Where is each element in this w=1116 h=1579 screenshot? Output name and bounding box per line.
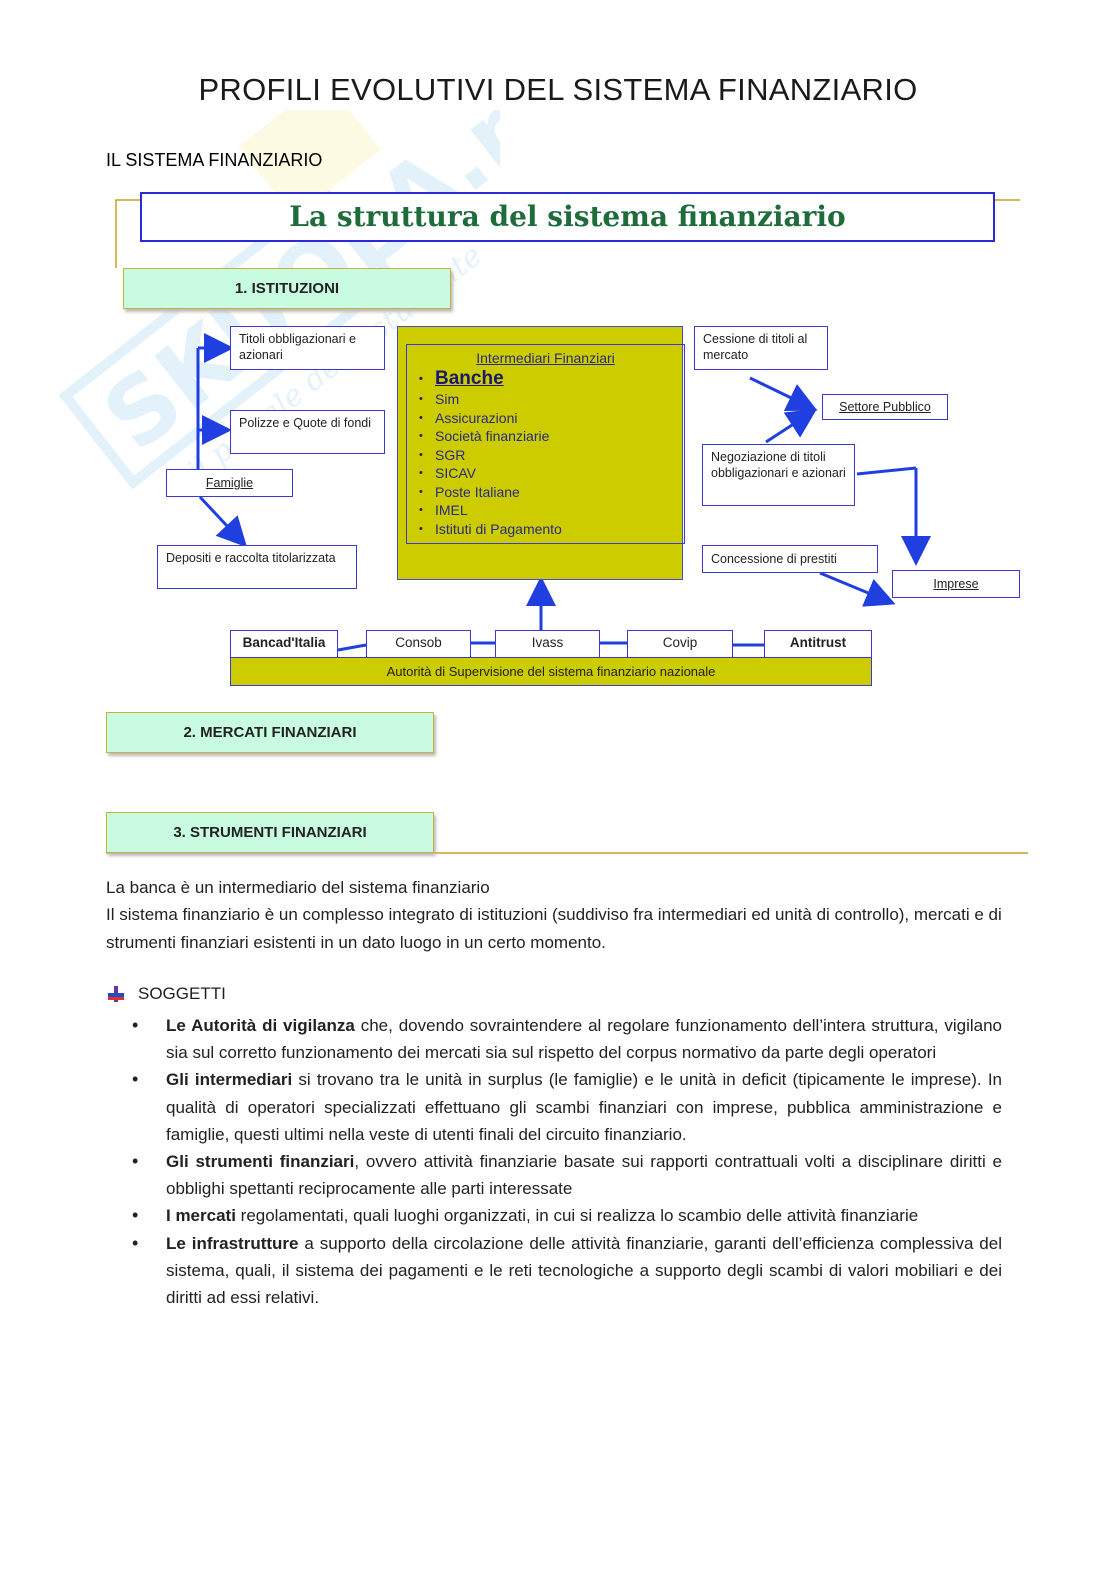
authority-consob: Consob bbox=[366, 630, 471, 658]
list-item-bold: Le infrastrutture bbox=[166, 1233, 299, 1253]
soggetti-list: Le Autorità di vigilanza che, dovendo so… bbox=[106, 1012, 1002, 1311]
list-item-bold: I mercati bbox=[166, 1206, 236, 1226]
authority-ivass: Ivass bbox=[495, 630, 600, 658]
header-istituzioni: 1. ISTITUZIONI bbox=[123, 268, 451, 309]
box-negoziazione: Negoziazione di titoli obbligazionari e … bbox=[702, 444, 855, 506]
intermediari-item: Sim bbox=[419, 390, 684, 409]
authority-covip: Covip bbox=[627, 630, 733, 658]
soggetti-label: SOGGETTI bbox=[138, 984, 226, 1003]
box-depositi: Depositi e raccolta titolarizzata bbox=[157, 545, 357, 589]
intermediari-item: SGR bbox=[419, 446, 684, 465]
list-item: Le Autorità di vigilanza che, dovendo so… bbox=[106, 1012, 1002, 1066]
list-item-bold: Gli strumenti finanziari bbox=[166, 1152, 355, 1172]
intermediari-item: IMEL bbox=[419, 501, 684, 520]
authority-antitrust: Antitrust bbox=[764, 630, 872, 658]
box-famiglie: Famiglie bbox=[166, 469, 293, 497]
box-polizze: Polizze e Quote di fondi bbox=[230, 410, 385, 454]
authority-bar: Autorità di Supervisione del sistema fin… bbox=[230, 657, 872, 686]
box-settore-pubblico: Settore Pubblico bbox=[822, 394, 948, 420]
section-heading: IL SISTEMA FINANZIARIO bbox=[106, 150, 323, 170]
list-item: I mercati regolamentati, quali luoghi or… bbox=[106, 1202, 1002, 1229]
paragraph-banca: La banca è un intermediario del sistema … bbox=[106, 878, 490, 897]
header-mercati: 2. MERCATI FINANZIARI bbox=[106, 712, 434, 753]
list-item-text: a supporto della circolazione delle atti… bbox=[166, 1233, 1002, 1308]
diagram-title: La struttura del sistema finanziario bbox=[140, 192, 995, 242]
list-item-text: che, dovendo sovraintendere al regolare … bbox=[166, 1016, 1002, 1063]
list-item: Gli intermediari si trovano tra le unità… bbox=[106, 1066, 1002, 1148]
intermediari-header: Intermediari Finanziari bbox=[476, 350, 615, 366]
intermediari-item: Società finanziarie bbox=[419, 427, 684, 446]
list-item-bold: Gli intermediari bbox=[166, 1070, 293, 1090]
page-title: PROFILI EVOLUTIVI DEL SISTEMA FINANZIARI… bbox=[198, 72, 918, 107]
box-cessione: Cessione di titoli al mercato bbox=[694, 326, 828, 370]
intermediari-item: Banche bbox=[419, 368, 684, 390]
box-titoli: Titoli obbligazionari e azionari bbox=[230, 326, 385, 370]
intermediari-item: Poste Italiane bbox=[419, 483, 684, 502]
box-concessione: Concessione di prestiti bbox=[702, 545, 878, 573]
cross-bullet-icon bbox=[108, 986, 124, 1002]
header-strumenti: 3. STRUMENTI FINANZIARI bbox=[106, 812, 434, 853]
intermediari-list: Intermediari Finanziari Banche Sim Assic… bbox=[406, 344, 685, 544]
list-item-text: , ovvero attività finanziarie basate sui… bbox=[166, 1152, 1002, 1199]
intermediari-item: SICAV bbox=[419, 464, 684, 483]
authority-bancaditalia: Bancad'Italia bbox=[230, 630, 338, 658]
list-item: Le infrastrutture a supporto della circo… bbox=[106, 1230, 1002, 1312]
list-item-text: regolamentati, quali luoghi organizzati,… bbox=[235, 1206, 919, 1226]
paragraph-sistema: Il sistema finanziario è un complesso in… bbox=[106, 905, 1002, 952]
intermediari-item: Assicurazioni bbox=[419, 409, 684, 428]
box-imprese: Imprese bbox=[892, 570, 1020, 598]
intermediari-item: Istituti di Pagamento bbox=[419, 520, 684, 539]
soggetti-heading: SOGGETTI bbox=[106, 984, 226, 1004]
list-item-text: si trovano tra le unità in surplus (le f… bbox=[166, 1070, 1002, 1144]
list-item: Gli strumenti finanziari, ovvero attivit… bbox=[106, 1148, 1002, 1202]
list-item-bold: Le Autorità di vigilanza bbox=[166, 1016, 355, 1035]
